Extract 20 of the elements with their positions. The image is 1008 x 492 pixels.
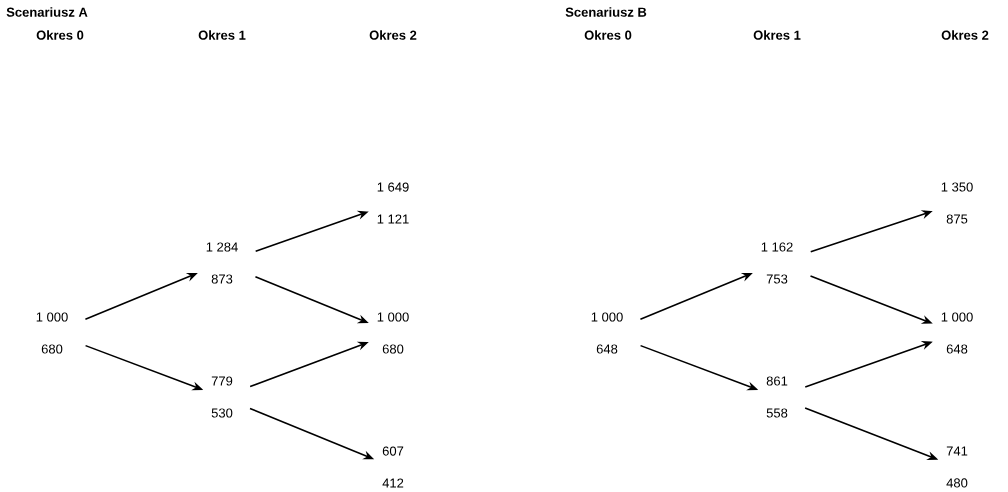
column-header: Okres 2 [941, 30, 989, 40]
column-header: Okres 0 [36, 30, 84, 40]
column-header: Okres 2 [369, 30, 417, 40]
value-pair: 861 558 [766, 376, 788, 418]
value-pair: 1 284 873 [206, 242, 238, 284]
value-pair: 607 412 [382, 446, 404, 488]
value-pair: 1 162 753 [761, 242, 793, 284]
title-label: Scenariusz A [6, 7, 88, 17]
column-header: Okres 1 [198, 30, 246, 40]
value-pair: 779 530 [211, 376, 233, 418]
value-pair: 1 649 1 121 [377, 182, 409, 224]
value-pair: 741 480 [946, 446, 968, 488]
value-pair: 1 350 875 [941, 182, 973, 224]
value-pair: 1 000 680 [377, 312, 409, 354]
value-pair: 1 000 680 [36, 312, 68, 354]
value-pair: 1 000 648 [941, 312, 973, 354]
column-header: Okres 1 [753, 30, 801, 40]
column-header: Okres 0 [584, 30, 632, 40]
value-pair: 1 000 648 [591, 312, 623, 354]
title-label: Scenariusz B [565, 7, 647, 17]
